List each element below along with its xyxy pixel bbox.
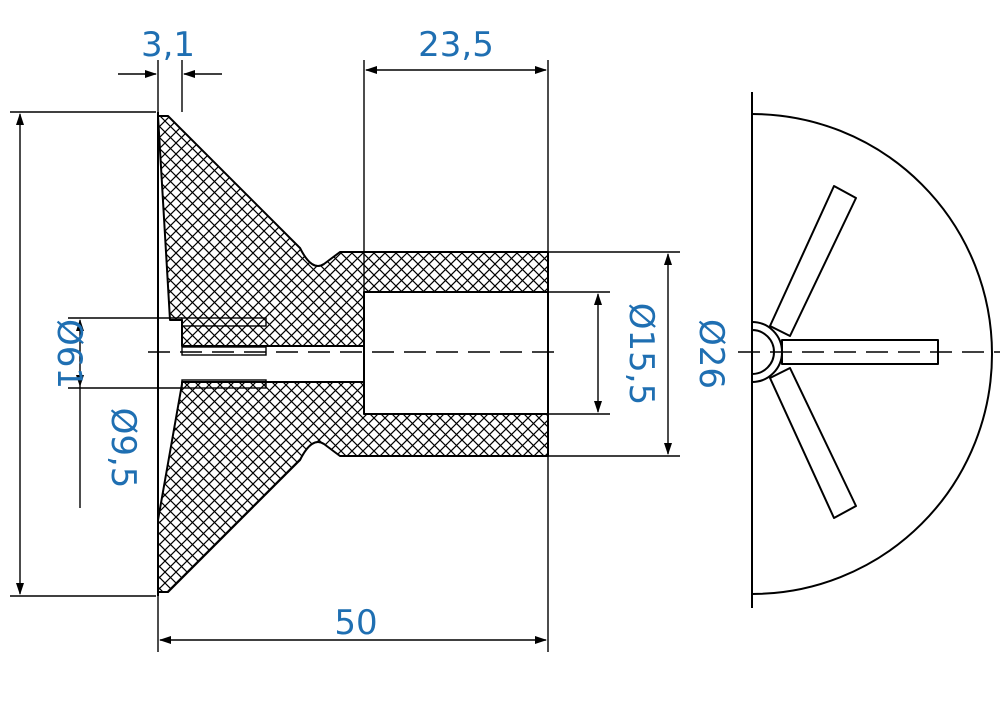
end-view-spoke-lower [769, 367, 857, 519]
end-view-spoke-horizontal [781, 339, 939, 365]
label-sleeve-diameter: Ø26 [691, 319, 731, 389]
upper-hatched-section [157, 115, 549, 347]
section-view [148, 112, 555, 596]
slot-middle [181, 346, 267, 356]
end-view-semicircle [751, 113, 993, 595]
end-view-spoke-upper [769, 185, 857, 337]
slot-lower [181, 379, 267, 389]
slot-upper [181, 317, 267, 327]
dimension-lines [10, 60, 680, 652]
label-overall-diameter: Ø61 [49, 319, 89, 389]
label-flange-thickness: 3,1 [141, 25, 195, 65]
label-small-hole-diameter: Ø9,5 [103, 408, 143, 489]
label-bore-diameter: Ø15,5 [621, 303, 661, 405]
end-view [738, 92, 1000, 608]
label-overall-length: 50 [334, 603, 377, 643]
dimension-labels: 3,1 23,5 50 Ø61 Ø9,5 Ø15,5 Ø26 [49, 25, 731, 643]
label-bore-depth: 23,5 [418, 25, 494, 65]
